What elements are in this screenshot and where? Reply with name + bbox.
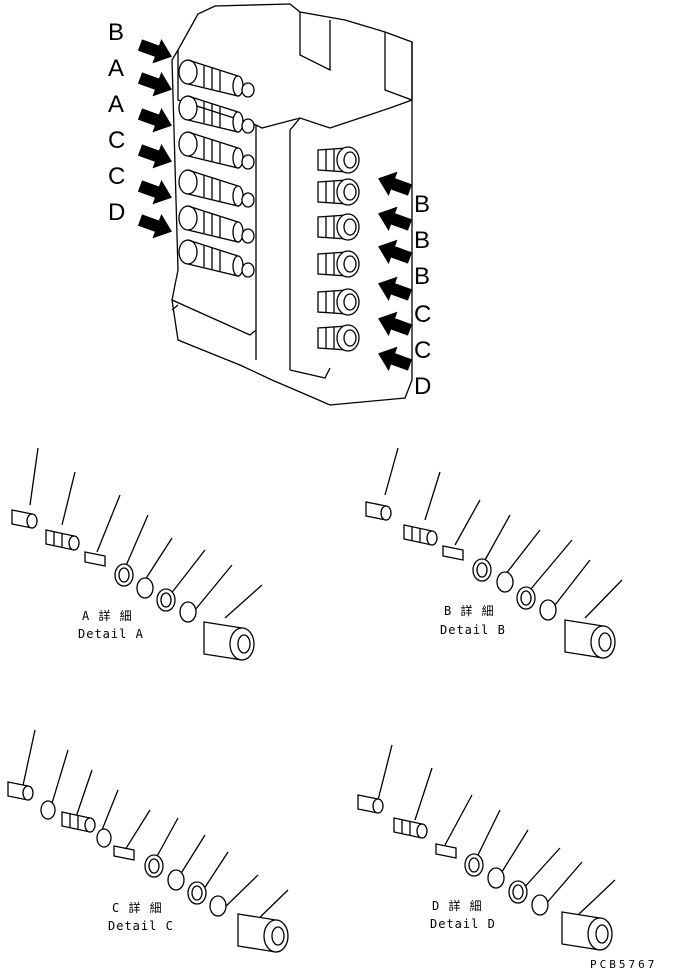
drawing-number: PCB5767 [590, 958, 657, 971]
valve-block [171, 3, 413, 406]
right-label: B [414, 227, 430, 254]
right-label: D [414, 373, 431, 400]
right-label: B [414, 191, 430, 218]
detail-b-exploded-view: B 詳 細 Detail B [365, 447, 623, 659]
detail-caption-jp: A 詳 細 [82, 608, 133, 623]
detail-caption-jp: B 詳 細 [444, 603, 495, 618]
detail-c-exploded-view: C 詳 細 Detail C [7, 729, 289, 953]
left-label: C [108, 127, 125, 154]
left-arrows [135, 32, 177, 244]
right-label: B [414, 263, 430, 290]
right-labels: B B B C C D [414, 191, 431, 400]
detail-caption-en: Detail C [108, 919, 174, 933]
right-arrows [373, 166, 415, 378]
detail-caption-en: Detail D [430, 917, 496, 931]
left-label: D [108, 199, 125, 226]
detail-caption-jp: C 詳 細 [112, 900, 163, 915]
detail-caption-jp: D 詳 細 [432, 898, 483, 913]
left-labels: B A A C C D [108, 19, 125, 226]
right-plug-stack [317, 146, 360, 352]
left-label: A [108, 91, 124, 118]
detail-caption-en: Detail B [440, 623, 506, 637]
right-label: C [414, 301, 431, 328]
left-label: C [108, 163, 125, 190]
detail-d-exploded-view: D 詳 細 Detail D [357, 744, 616, 951]
detail-caption-en: Detail A [78, 627, 144, 641]
detail-a-exploded-view: A 詳 細 Detail A [11, 447, 263, 661]
left-label: B [108, 19, 124, 46]
left-spool-stack [178, 59, 255, 278]
left-label: A [108, 55, 124, 82]
right-label: C [414, 337, 431, 364]
